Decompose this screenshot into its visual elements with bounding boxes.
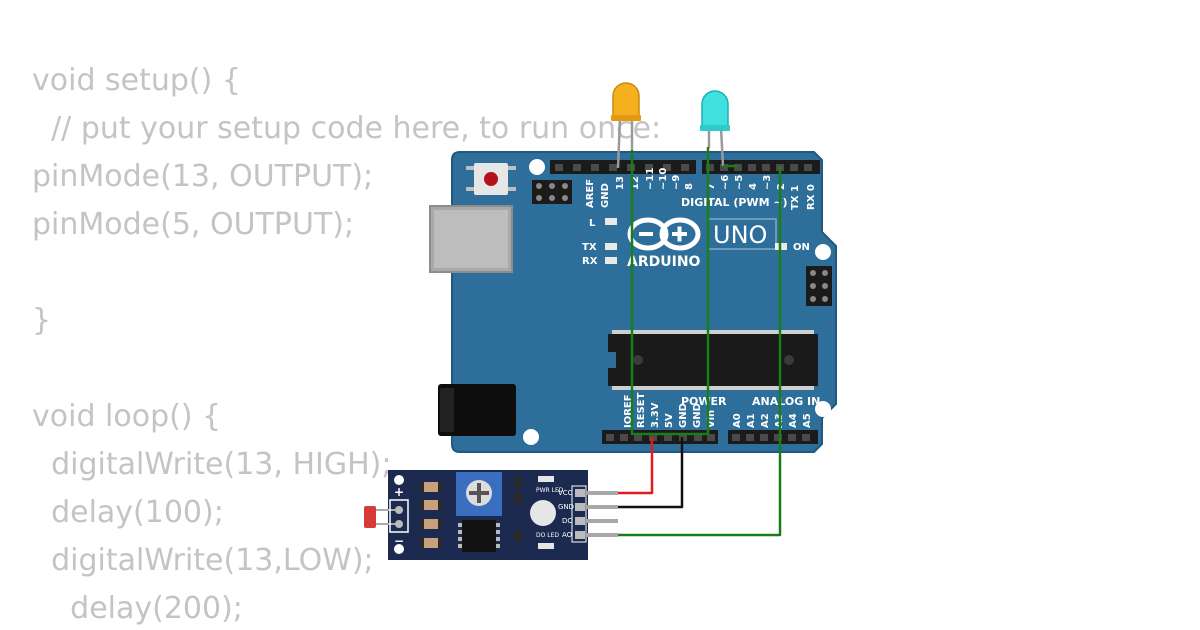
pin-label: ~11: [645, 168, 656, 190]
arduino-logo-icon: [627, 217, 701, 251]
reset-button[interactable]: [466, 163, 516, 195]
code-line: pinMode(13, OUTPUT);: [32, 159, 374, 194]
code-line: // put your setup code here, to run once…: [32, 111, 662, 146]
resistor-icon: [420, 538, 442, 548]
mounting-hole: [815, 244, 831, 260]
wires: [618, 146, 782, 537]
code-line: void loop() {: [32, 399, 222, 434]
digital-header-left: [550, 160, 696, 174]
rx-led: [605, 257, 617, 264]
usb-connector: [429, 205, 513, 273]
digital-header-label: DIGITAL (PWM ~): [681, 196, 788, 209]
pin-label: A5: [802, 413, 813, 428]
pin-label: ~10: [658, 168, 669, 190]
mounting-hole: [529, 159, 545, 175]
brand-name: ARDUINO: [627, 254, 701, 270]
plus-label: +: [394, 485, 404, 499]
power-header: [602, 430, 718, 444]
pin-label: DO: [562, 517, 573, 525]
led-cyan[interactable]: [700, 90, 730, 167]
pin-label: AO: [562, 531, 573, 539]
code-line: digitalWrite(13, HIGH);: [32, 447, 392, 482]
wire-vcc-to-3v3[interactable]: [618, 437, 654, 495]
pin-label: RESET: [636, 392, 647, 428]
code-line: digitalWrite(13,LOW);: [32, 543, 374, 578]
comparator-chip: [458, 520, 500, 552]
minus-label: −: [394, 534, 404, 548]
power-jack: [438, 384, 516, 436]
pin-label: ~3: [762, 175, 773, 190]
pin-label: 12: [630, 176, 641, 190]
pin-label: 4: [748, 183, 759, 190]
pin-label: GND: [600, 183, 611, 208]
pin-label: GND: [558, 503, 574, 511]
arduino-uno-board[interactable]: AREF GND 13 12 ~11 ~10 ~9 8 7 ~6 ~5 4 ~3…: [429, 151, 837, 453]
digital-header-right: [702, 160, 820, 174]
tx-led-label: TX: [582, 242, 597, 253]
pin-label: VCC: [558, 489, 573, 497]
pin-label: RX 0: [806, 184, 817, 210]
pin-label: 13: [615, 176, 626, 190]
pin-label: IOREF: [623, 394, 634, 428]
sensor-led: [530, 500, 556, 526]
resistor-icon: [420, 519, 442, 529]
pin-label: 5V: [664, 413, 675, 428]
potentiometer-knob[interactable]: [456, 472, 502, 516]
pin-label: 3.3V: [650, 402, 661, 428]
l-led-label: L: [589, 218, 596, 229]
pwr-led-label: PWR LED: [536, 487, 564, 494]
resistor-icon: [420, 500, 442, 510]
pin-label: A4: [788, 413, 799, 428]
pin-label: ~5: [734, 175, 745, 190]
pin-label: A2: [760, 413, 771, 428]
mounting-hole: [815, 401, 831, 417]
pin-label: GND: [692, 403, 703, 428]
code-line: delay(100);: [32, 495, 224, 530]
pin-label: A1: [746, 413, 757, 428]
power-label: POWER: [681, 395, 727, 408]
code-line: pinMode(5, OUTPUT);: [32, 207, 355, 242]
wire-gnd-to-gnd[interactable]: [618, 437, 684, 509]
pin-label: 8: [684, 183, 695, 190]
icsp-header: [532, 180, 572, 204]
wire-yellow-led-to-ground[interactable]: [630, 146, 710, 436]
pin-label: Vin: [706, 410, 717, 428]
photoresistor-icon: [364, 506, 398, 528]
pin-label: TX 1: [790, 185, 801, 210]
pin-label: ~9: [671, 175, 682, 190]
pin-label: ~6: [720, 175, 731, 190]
l-led: [605, 218, 617, 225]
light-sensor-module[interactable]: + − PWR LED DO LED: [364, 470, 618, 560]
analog-header: [728, 430, 818, 444]
code-line: }: [32, 303, 52, 338]
tx-led: [605, 243, 617, 250]
rx-led-label: RX: [582, 256, 598, 267]
code-line: delay(200);: [32, 591, 243, 626]
do-led-label: DO LED: [536, 532, 559, 539]
analog-label: ANALOG IN: [752, 395, 820, 408]
microcontroller-chip: [608, 330, 818, 390]
icsp-header: [806, 266, 832, 306]
wire-ao-to-pin-2[interactable]: [618, 166, 782, 537]
mounting-hole: [523, 429, 539, 445]
code-line: void setup() {: [32, 63, 241, 98]
pin-label: GND: [678, 403, 689, 428]
resistor-icon: [420, 482, 442, 492]
pin-label: 7: [706, 183, 717, 190]
on-led-label: ON: [793, 242, 810, 253]
led-yellow[interactable]: [611, 82, 641, 169]
pin-label: A0: [732, 413, 743, 428]
pin-label: 2: [776, 183, 787, 190]
pin-label: AREF: [585, 179, 596, 208]
model-name: UNO: [713, 221, 767, 249]
